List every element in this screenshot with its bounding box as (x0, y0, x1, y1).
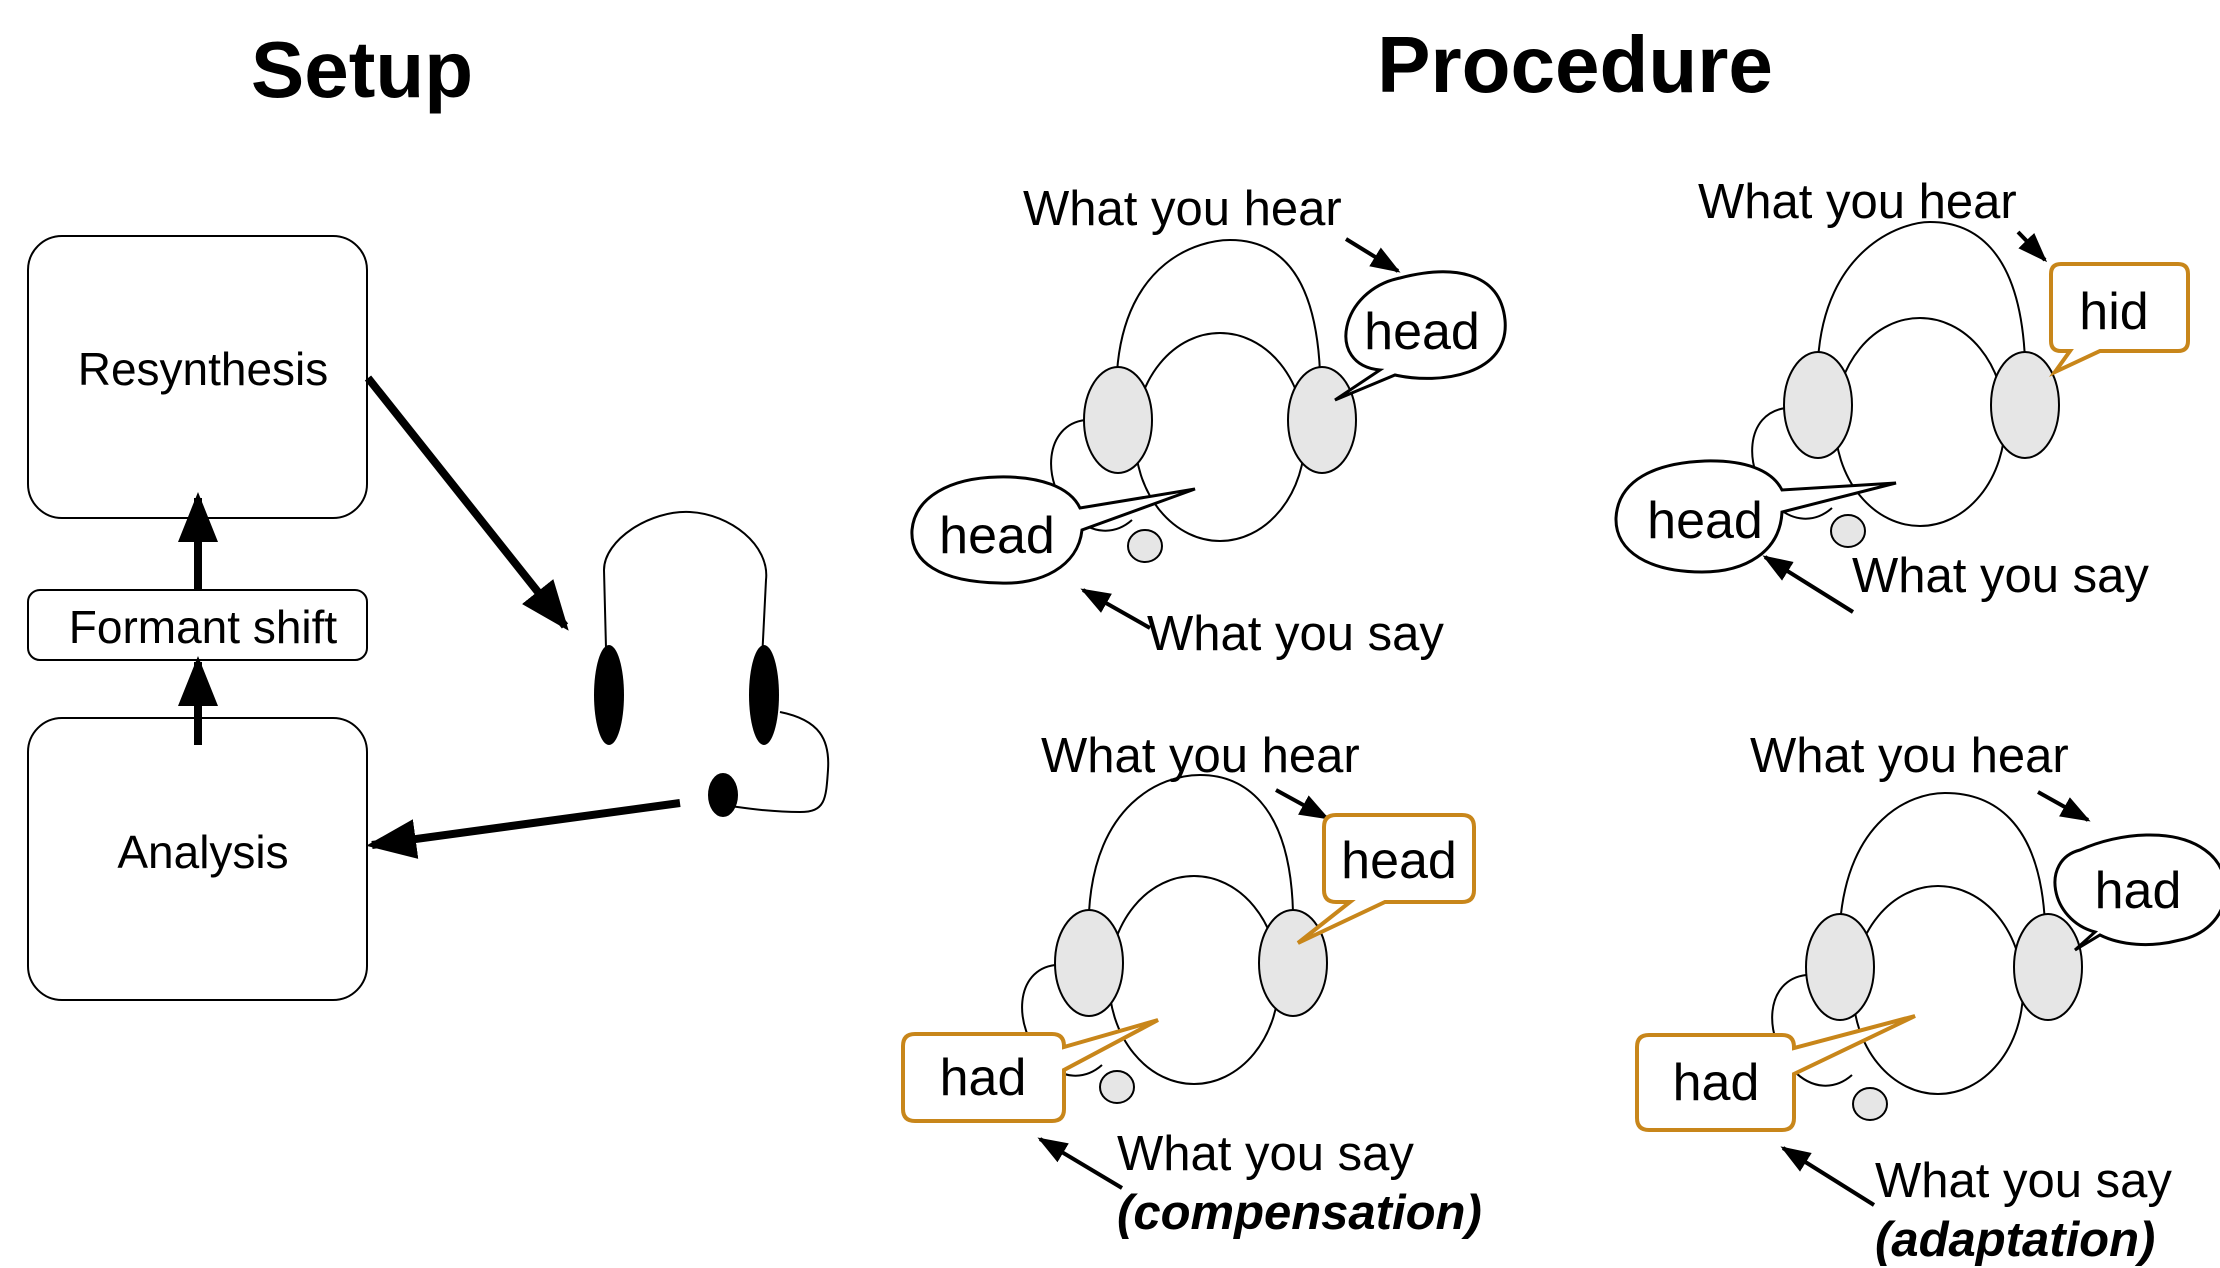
say-label: What you say (1852, 549, 2149, 603)
said-word: head (939, 507, 1055, 565)
procedure-panel-3: What you hear head had What you say (com… (901, 729, 1482, 1240)
heard-bubble (2048, 262, 2190, 378)
formant-shift-label: Formant shift (69, 601, 338, 653)
procedure-title: Procedure (1377, 20, 1773, 109)
heard-word: had (2095, 862, 2182, 920)
say-label: What you say (1117, 1127, 1414, 1181)
hear-arrow (1344, 237, 1401, 273)
adaptation-note: (adaptation) (1875, 1213, 2155, 1267)
hear-arrow (2016, 230, 2048, 263)
resynthesis-label: Resynthesis (78, 343, 329, 395)
heard-bubble (1296, 813, 1476, 945)
procedure-panel-4: What you hear had had What you say (adap… (1635, 729, 2220, 1267)
heard-word: head (1364, 303, 1480, 361)
microphone (1099, 1070, 1135, 1104)
hear-arrow (2037, 790, 2091, 822)
arrow-resynthesis-to-headphones (364, 375, 569, 631)
microphone (1830, 514, 1866, 548)
said-bubble (910, 475, 1196, 585)
say-arrow (1080, 588, 1151, 630)
headphones-icon (594, 510, 830, 817)
ear-cup (1083, 366, 1153, 474)
say-arrow (1762, 555, 1855, 614)
ear-cup (1805, 913, 1875, 1021)
head-figure (1021, 773, 1328, 1104)
ear-cup (1054, 909, 1124, 1017)
said-bubble (901, 1018, 1159, 1123)
said-word: head (1647, 492, 1763, 550)
say-label: What you say (1875, 1154, 2172, 1208)
said-bubble (1614, 459, 1897, 574)
ear-cup (2013, 913, 2083, 1021)
procedure-panel-1: What you hear head head What you say (910, 182, 1507, 661)
head-figure (1771, 791, 2083, 1121)
hear-arrow (1275, 788, 1330, 820)
arrow-microphone-to-analysis (366, 799, 681, 859)
compensation-note: (compensation) (1117, 1186, 1482, 1240)
heard-bubble (2053, 833, 2220, 952)
hear-label: What you hear (1698, 175, 2017, 229)
setup-title: Setup (251, 25, 473, 114)
head-figure (1751, 220, 2060, 548)
heard-word: hid (2079, 283, 2148, 341)
said-word: had (1673, 1054, 1760, 1112)
ear-cup (1783, 351, 1853, 459)
procedure-panel-2: What you hear hid head What you say (1614, 175, 2190, 614)
microphone (1852, 1087, 1888, 1121)
microphone (1127, 529, 1163, 563)
said-bubble (1635, 1014, 1916, 1132)
heard-bubble (1334, 270, 1507, 402)
say-arrow (1780, 1146, 1876, 1207)
heard-word: head (1341, 832, 1457, 890)
hear-label: What you hear (1023, 182, 1342, 236)
hear-label: What you hear (1750, 729, 2069, 783)
hear-label: What you hear (1041, 729, 1360, 783)
ear-cup (1990, 351, 2060, 459)
ear-cup (1287, 366, 1357, 474)
say-label: What you say (1147, 607, 1444, 661)
analysis-label: Analysis (117, 826, 288, 878)
said-word: had (940, 1049, 1027, 1107)
setup-section: Resynthesis Formant shift Analysis (27, 235, 830, 1001)
say-arrow (1037, 1137, 1124, 1190)
